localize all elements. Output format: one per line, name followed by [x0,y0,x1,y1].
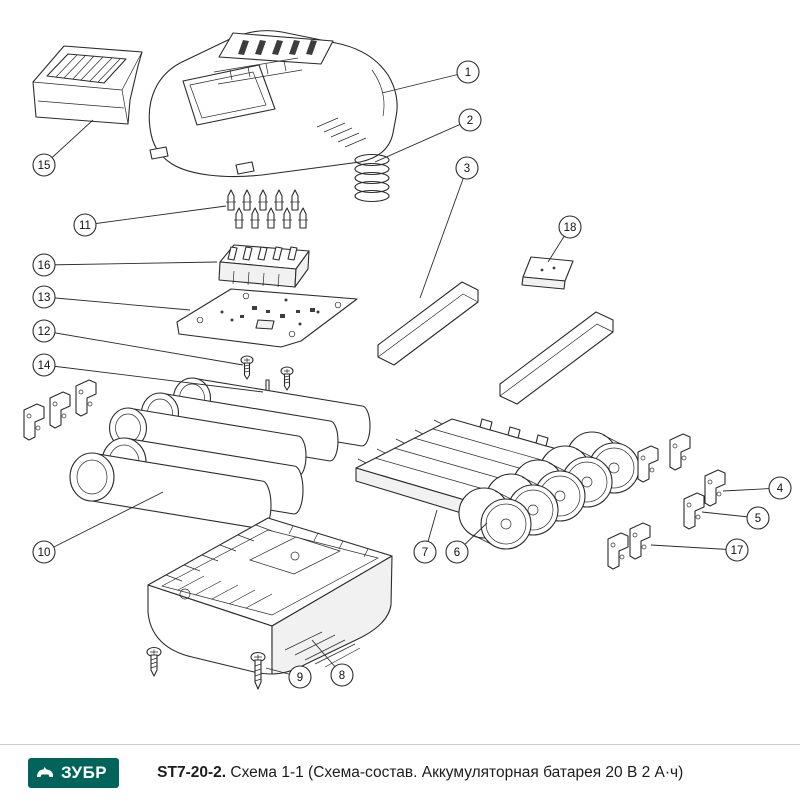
callout-10: 10 [32,491,164,564]
svg-text:13: 13 [38,292,51,304]
svg-text:7: 7 [422,547,428,559]
part-13-pcb [176,288,358,348]
svg-text:9: 9 [297,672,303,684]
svg-text:5: 5 [755,513,761,525]
callout-15: 15 [32,119,94,177]
drawing-caption: ST7-20-2. Схема 1-1 (Схема-состав. Аккум… [157,764,683,782]
svg-text:4: 4 [777,483,784,495]
svg-text:6: 6 [454,547,460,559]
brand-name: ЗУБР [61,762,108,782]
callout-16: 16 [32,253,218,277]
callout-12: 12 [32,319,244,366]
callout-1: 1 [381,60,480,94]
drawing-description: Схема 1-1 (Схема-состав. Аккумуляторная … [230,763,684,781]
parts-4-5-17-contact-straps [607,433,726,570]
part-18-plate [521,256,574,290]
callout-7: 7 [413,509,438,564]
part-10-battery-cells [69,377,371,530]
svg-text:12: 12 [38,326,51,338]
footer-bar: ЗУБР ST7-20-2. Схема 1-1 (Схема-состав. … [0,744,800,800]
model-number: ST7-20-2. [157,763,227,781]
callout-8: 8 [311,639,354,687]
callout-6: 6 [445,522,488,564]
callout-14: 14 [32,353,264,393]
part-9-screws [146,646,266,690]
callout-2: 2 [374,108,482,163]
svg-text:8: 8 [339,670,345,682]
svg-text:14: 14 [38,360,51,372]
svg-text:18: 18 [564,222,577,234]
part-16-terminal-block [218,244,310,288]
svg-text:2: 2 [467,115,473,127]
svg-text:15: 15 [38,160,51,172]
callout-17: 17 [650,538,749,562]
part-2-spring [354,153,390,203]
callout-4: 4 [722,476,792,500]
callout-9: 9 [265,665,312,689]
part-6-battery-cells-right [458,431,640,550]
zubr-bison-icon [37,766,53,777]
callout-18: 18 [547,215,582,263]
part-1-top-housing [148,30,398,178]
svg-text:16: 16 [38,260,51,272]
part-3-angle-brackets [377,281,614,405]
svg-text:17: 17 [731,545,744,557]
svg-text:3: 3 [464,163,470,175]
part-12-screws [240,355,294,391]
part-11-contact-terminals [226,189,308,229]
part-15-battery-cover [32,45,143,125]
callout-5: 5 [701,506,770,530]
svg-text:1: 1 [465,67,471,79]
svg-text:10: 10 [38,547,51,559]
callout-13: 13 [32,285,191,311]
zubr-logo: ЗУБР [28,757,120,788]
part-8-bottom-housing [147,517,393,675]
callout-3: 3 [419,156,479,299]
callout-11: 11 [73,205,227,237]
svg-text:11: 11 [79,220,91,232]
contact-straps-left [23,379,97,441]
